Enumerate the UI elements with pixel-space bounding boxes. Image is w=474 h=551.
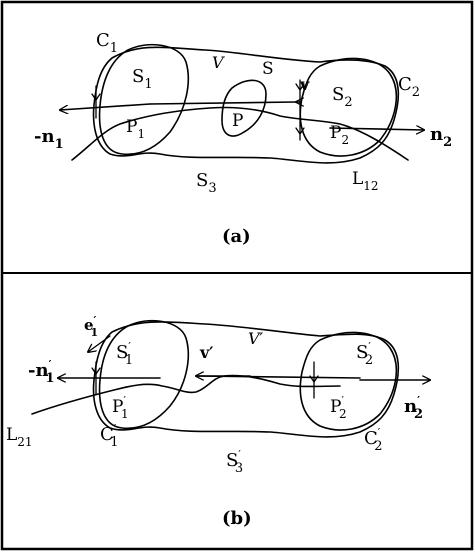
caption-b: (b) <box>222 508 252 529</box>
label-n2-prime: n′2 <box>404 394 423 422</box>
label-v-vector-prime: v′ <box>199 343 214 362</box>
axis-line-middle <box>149 101 297 105</box>
label-n2: n2 <box>430 124 452 150</box>
label-c2-prime: C′2 <box>364 426 383 454</box>
label-p2-prime: P′2 <box>330 394 347 421</box>
tick-v-right-top-head <box>295 83 305 91</box>
tick-v-left-head <box>91 93 101 101</box>
label-c1-prime: C′1 <box>100 422 119 450</box>
tick-v-right-head <box>295 127 305 135</box>
label-p: P <box>232 111 243 131</box>
label-p2: P2 <box>330 123 349 147</box>
caption-a: (a) <box>222 226 251 247</box>
label-p1: P1 <box>126 117 145 141</box>
label-s2-prime: S′2 <box>356 340 373 368</box>
label-l21: L21 <box>6 425 33 449</box>
tick-v-right-prime-head <box>309 375 319 383</box>
surface-s1-prime-contour <box>98 319 190 430</box>
label-minus-n1: -n1 <box>34 126 64 152</box>
label-s2: S2 <box>332 84 353 110</box>
small-surface-s <box>221 79 267 137</box>
surface-s1-contour <box>98 43 190 156</box>
label-c1: C1 <box>96 30 118 56</box>
label-s3-prime: S′3 <box>226 448 243 476</box>
axis-arrow-n2 <box>329 128 424 130</box>
panel-a: C1 S1 V S v S2 C2 -n1 P1 P P2 n2 S3 L12 … <box>34 30 452 247</box>
tick-v-left-prime-head <box>91 367 101 375</box>
label-s1: S1 <box>132 66 153 92</box>
volume-v-prime-boundary <box>92 321 400 438</box>
label-l12: L12 <box>352 169 379 193</box>
label-minus-n1-prime: -n′1 <box>28 358 55 386</box>
line-l12 <box>71 106 409 161</box>
label-c2: C2 <box>398 74 420 100</box>
line-l21 <box>31 374 341 415</box>
label-s: S <box>262 59 274 79</box>
label-v-prime: V′ <box>248 329 264 348</box>
volume-v-boundary <box>92 46 400 164</box>
label-s1-prime: S′1 <box>116 340 133 368</box>
label-v-vector: v <box>299 75 310 94</box>
label-s3: S3 <box>196 170 217 196</box>
label-p1-prime: P′1 <box>112 394 129 421</box>
tick-e1-arrow <box>88 335 111 352</box>
label-v: V <box>212 53 225 72</box>
panel-b: e′1 V′ S′1 v′ S′2 -n′1 P′1 P′2 n′2 L21 C… <box>6 314 430 529</box>
axis-arrow-left-n1 <box>60 103 151 110</box>
surface-s2-prime-contour <box>299 331 398 431</box>
label-e1-prime: e′1 <box>84 314 98 339</box>
